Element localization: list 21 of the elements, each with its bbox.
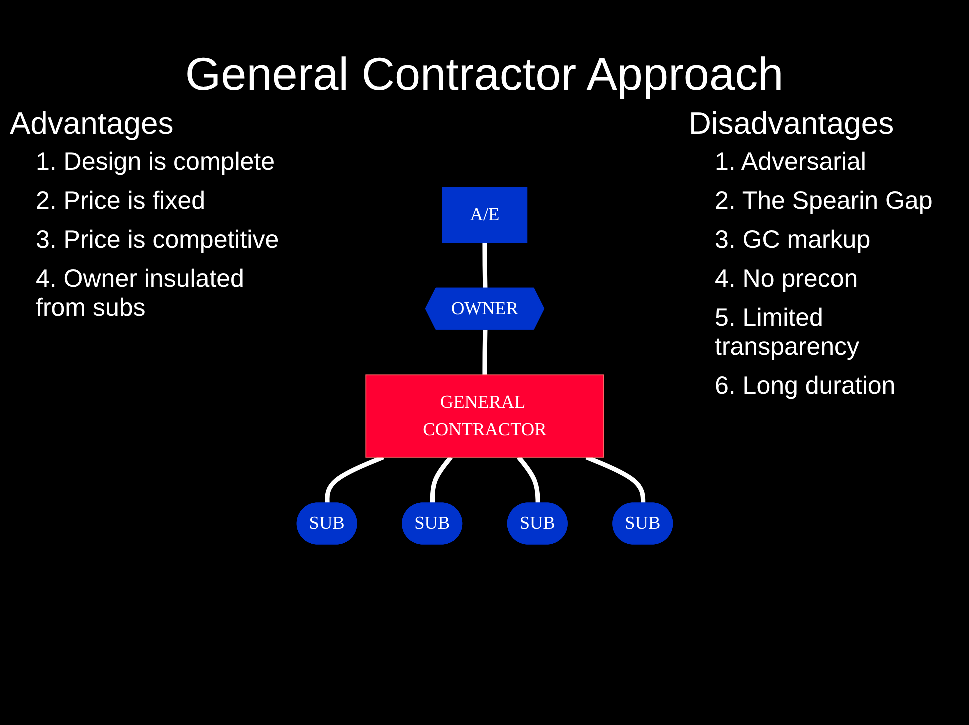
slide-title: General Contractor Approach [184,48,784,100]
node-box: A/E [442,187,528,244]
list-item: 4. No precon [715,265,860,294]
list-item: 6. Long duration [715,372,897,401]
list-item: 1. Design is complete [36,148,276,177]
connector [585,455,646,504]
list-item: 3. GC markup [715,226,872,255]
connector [482,330,488,376]
list-item: 5. Limited transparency [715,304,861,362]
connector [482,242,488,289]
connector [516,456,540,504]
connector [430,456,452,504]
list-item: 4. Owner insulated from subs [36,265,246,323]
section-heading: Disadvantages [689,106,896,142]
list-item: 3. Price is competitive [36,226,280,255]
node-box: GENERAL CONTRACTOR [365,374,604,458]
list-item: 2. The Spearin Gap [715,187,934,216]
connector [324,455,384,504]
list-item: 2. Price is fixed [36,187,207,216]
section-heading: Advantages [10,106,175,142]
list-item: 1. Adversarial [715,148,868,177]
